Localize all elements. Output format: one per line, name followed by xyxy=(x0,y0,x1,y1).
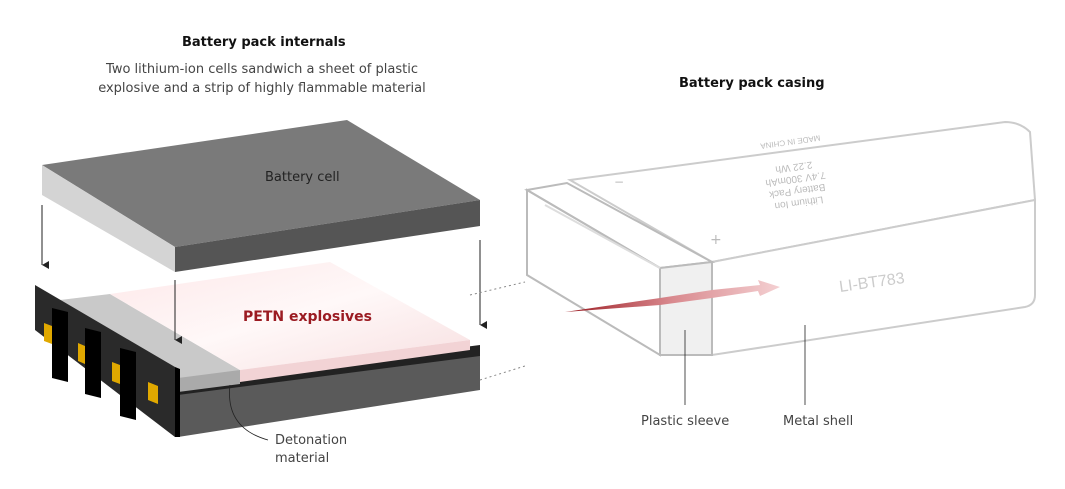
top-battery-cell xyxy=(42,120,480,272)
metal-shell xyxy=(566,120,1037,357)
petn-sheet xyxy=(110,262,470,382)
casing-title: Battery pack casing xyxy=(679,76,825,91)
plus-mark: + xyxy=(710,232,722,248)
metal-shell-label: Metal shell xyxy=(783,414,854,429)
internals-subtitle: Two lithium-ion cells sandwich a sheet o… xyxy=(92,60,432,98)
connector-plate xyxy=(35,285,180,437)
label-line: Detonation xyxy=(275,433,348,448)
minus-mark: − xyxy=(614,175,624,189)
label-line: material xyxy=(275,451,330,466)
detonation-label: Detonation material xyxy=(275,432,347,468)
subtitle-line: Two lithium-ion cells sandwich a sheet o… xyxy=(106,62,418,77)
plastic-sleeve xyxy=(524,181,716,357)
svg-text:2.22 Wh: 2.22 Wh xyxy=(775,159,813,175)
battery-cell-label: Battery cell xyxy=(265,170,340,185)
plastic-sleeve-label: Plastic sleeve xyxy=(641,414,730,429)
subtitle-line: explosive and a strip of highly flammabl… xyxy=(98,81,426,96)
petn-label: PETN explosives xyxy=(243,309,373,325)
internals-title: Battery pack internals xyxy=(182,35,346,50)
